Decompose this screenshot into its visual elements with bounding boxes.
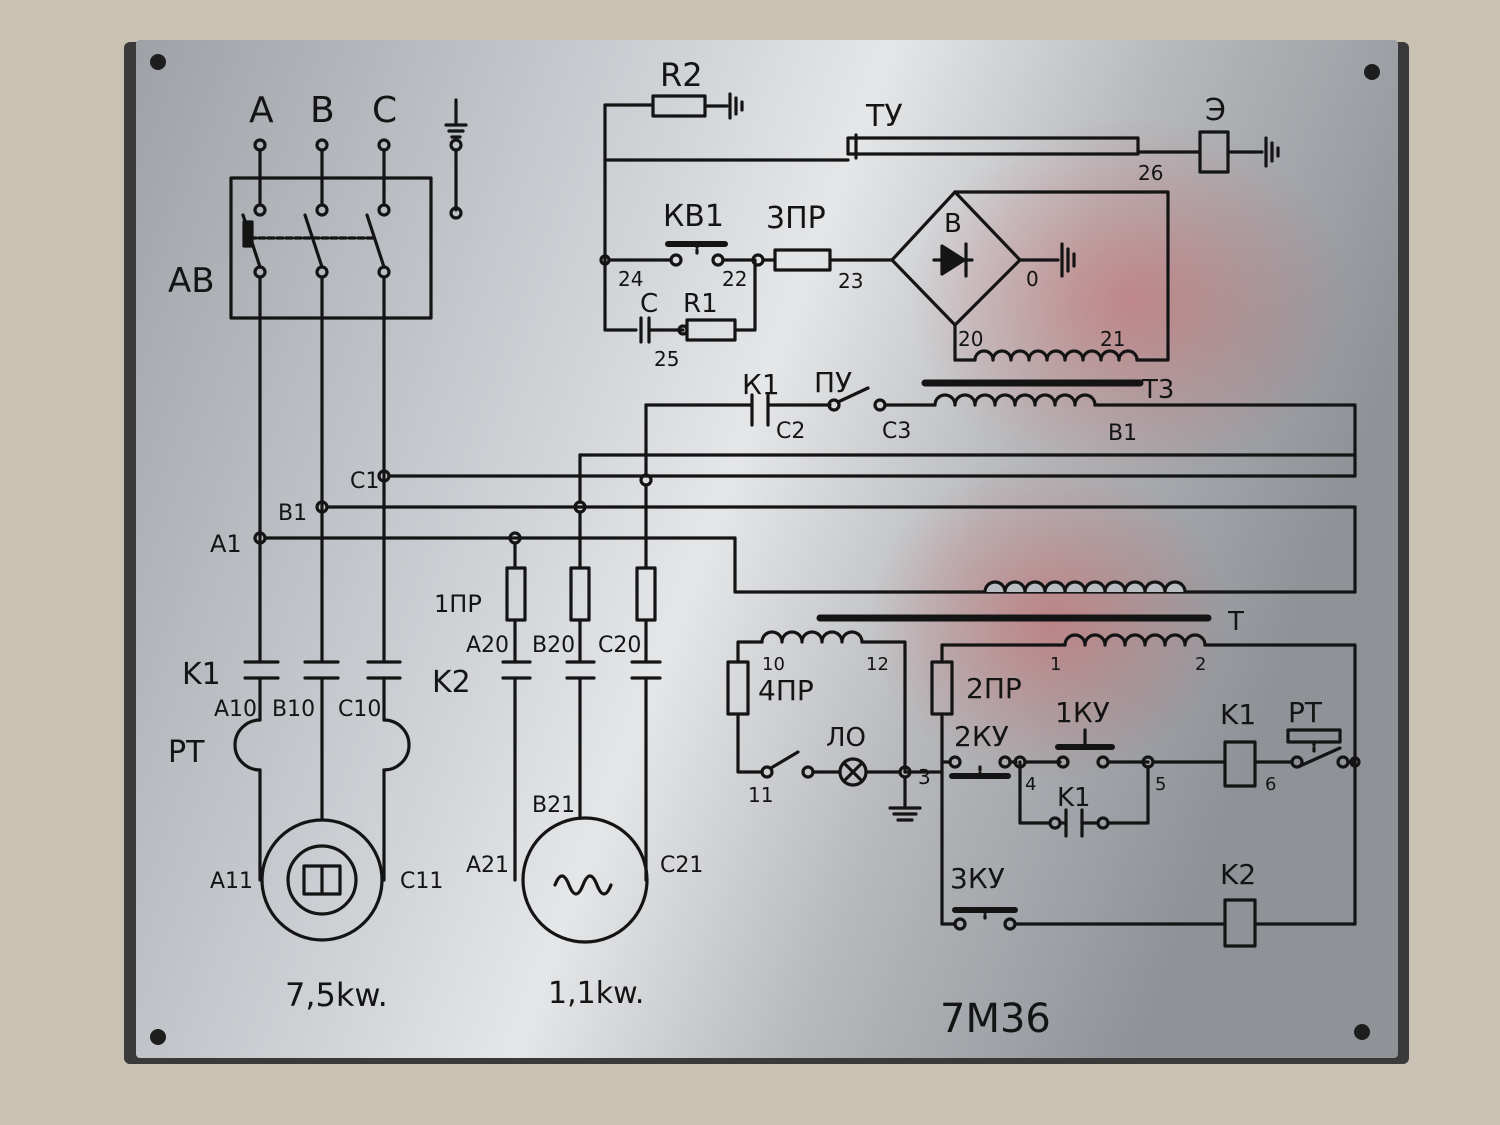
label-tu: ТУ [865,99,903,134]
label-n4: 4 [1025,774,1036,795]
aux-motor-icon [521,816,649,944]
t3-secondary-coil [973,349,1139,362]
main-motor-icon [260,818,384,942]
label-bus-b1: B1 [278,501,307,526]
label-n11: 11 [748,783,773,807]
label-3ku: 3КУ [950,862,1005,895]
label-capacitor: C [640,289,658,319]
label-k2-coil: K2 [1220,858,1256,891]
label-n26: 26 [1138,161,1163,185]
label-c3: C3 [882,419,911,444]
label-k1-hold: K1 [1057,783,1091,813]
label-b20: B20 [532,633,575,658]
label-2pr: 2ПР [966,672,1022,705]
label-n25: 25 [654,347,679,371]
screw-icon [150,54,166,70]
label-fuse-1pr: 1ПР [434,590,482,618]
label-rt-contact: PT [1288,696,1323,729]
label-n22: 22 [722,267,747,291]
label-4pr: 4ПР [758,674,814,707]
label-breaker: АВ [168,261,215,301]
ground-icon [1060,242,1076,278]
label-bus-c1: C1 [350,469,379,494]
screws [150,54,1380,1045]
label-c21: C21 [660,853,703,878]
screw-icon [150,1029,166,1045]
label-n3: 3 [918,765,931,789]
breaker-box [229,176,433,320]
label-n5: 5 [1155,774,1166,795]
label-n6: 6 [1265,774,1276,795]
label-k2: K2 [432,665,471,700]
label-t: T [1227,607,1244,637]
label-b21: B21 [532,793,575,818]
label-b1-winding: B1 [1108,421,1137,446]
label-3pr: 3ПР [766,201,826,236]
label-kb1: КВ1 [663,199,724,234]
label-n24: 24 [618,267,643,291]
ground-icon [728,92,744,120]
t-secondary-coil-lighting [760,630,864,644]
label-n0: 0 [1026,267,1039,291]
label-main-motor-power: 7,5kw. [285,976,388,1014]
reflection [910,120,1350,480]
labels: A B C АВ C1 B1 A1 K1 K2 A10 B10 C10 PT A… [168,56,1323,1042]
label-t3: Т3 [1141,375,1174,405]
label-bridge: B [944,209,962,239]
screw-icon [1354,1024,1370,1040]
label-phase-a: A [249,90,274,131]
tu-bar [846,136,1140,156]
thermal-heater [233,718,262,772]
t3-primary-coil [933,393,1097,407]
ground-icon [888,806,922,822]
label-aux-motor-power: 1,1kw. [548,976,644,1011]
label-a11: A11 [210,869,253,894]
label-a10: A10 [214,697,257,722]
label-rt: PT [168,735,205,770]
label-a20: A20 [466,633,509,658]
label-pu: ПУ [814,366,852,399]
schematic-lines [229,92,1361,948]
label-b10: B10 [272,697,315,722]
label-n1: 1 [1050,654,1061,675]
thermal-heater [382,718,411,772]
ground-icon [444,98,468,139]
label-n10: 10 [762,654,785,675]
screw-icon [1364,64,1380,80]
label-phase-c: C [372,90,397,131]
t-secondary-coil-control [1063,633,1207,647]
t-primary-coil [983,580,1187,594]
label-c20: C20 [598,633,641,658]
label-2ku: 2КУ [954,720,1009,753]
label-n21: 21 [1100,327,1125,351]
label-1ku: 1КУ [1055,696,1110,729]
label-magnet: Э [1205,93,1226,128]
label-model: 7М36 [940,996,1051,1042]
label-k1-contact: К1 [742,368,780,401]
label-n12: 12 [866,654,889,675]
label-phase-b: B [310,90,335,131]
label-c10: C10 [338,697,381,722]
label-n20: 20 [958,327,983,351]
label-c11: C11 [400,869,443,894]
label-r2: R2 [660,56,703,94]
ground-icon [1264,136,1280,168]
label-bus-a1: A1 [210,530,242,558]
label-n23: 23 [838,269,863,293]
label-lamp: ЛО [826,723,866,753]
label-c2: C2 [776,419,805,444]
coil-k1 [1223,740,1257,788]
label-k1-coil: K1 [1220,698,1256,731]
label-r1: R1 [683,289,718,319]
label-n2: 2 [1195,654,1206,675]
label-k1: K1 [182,657,221,692]
label-a21: A21 [466,853,509,878]
